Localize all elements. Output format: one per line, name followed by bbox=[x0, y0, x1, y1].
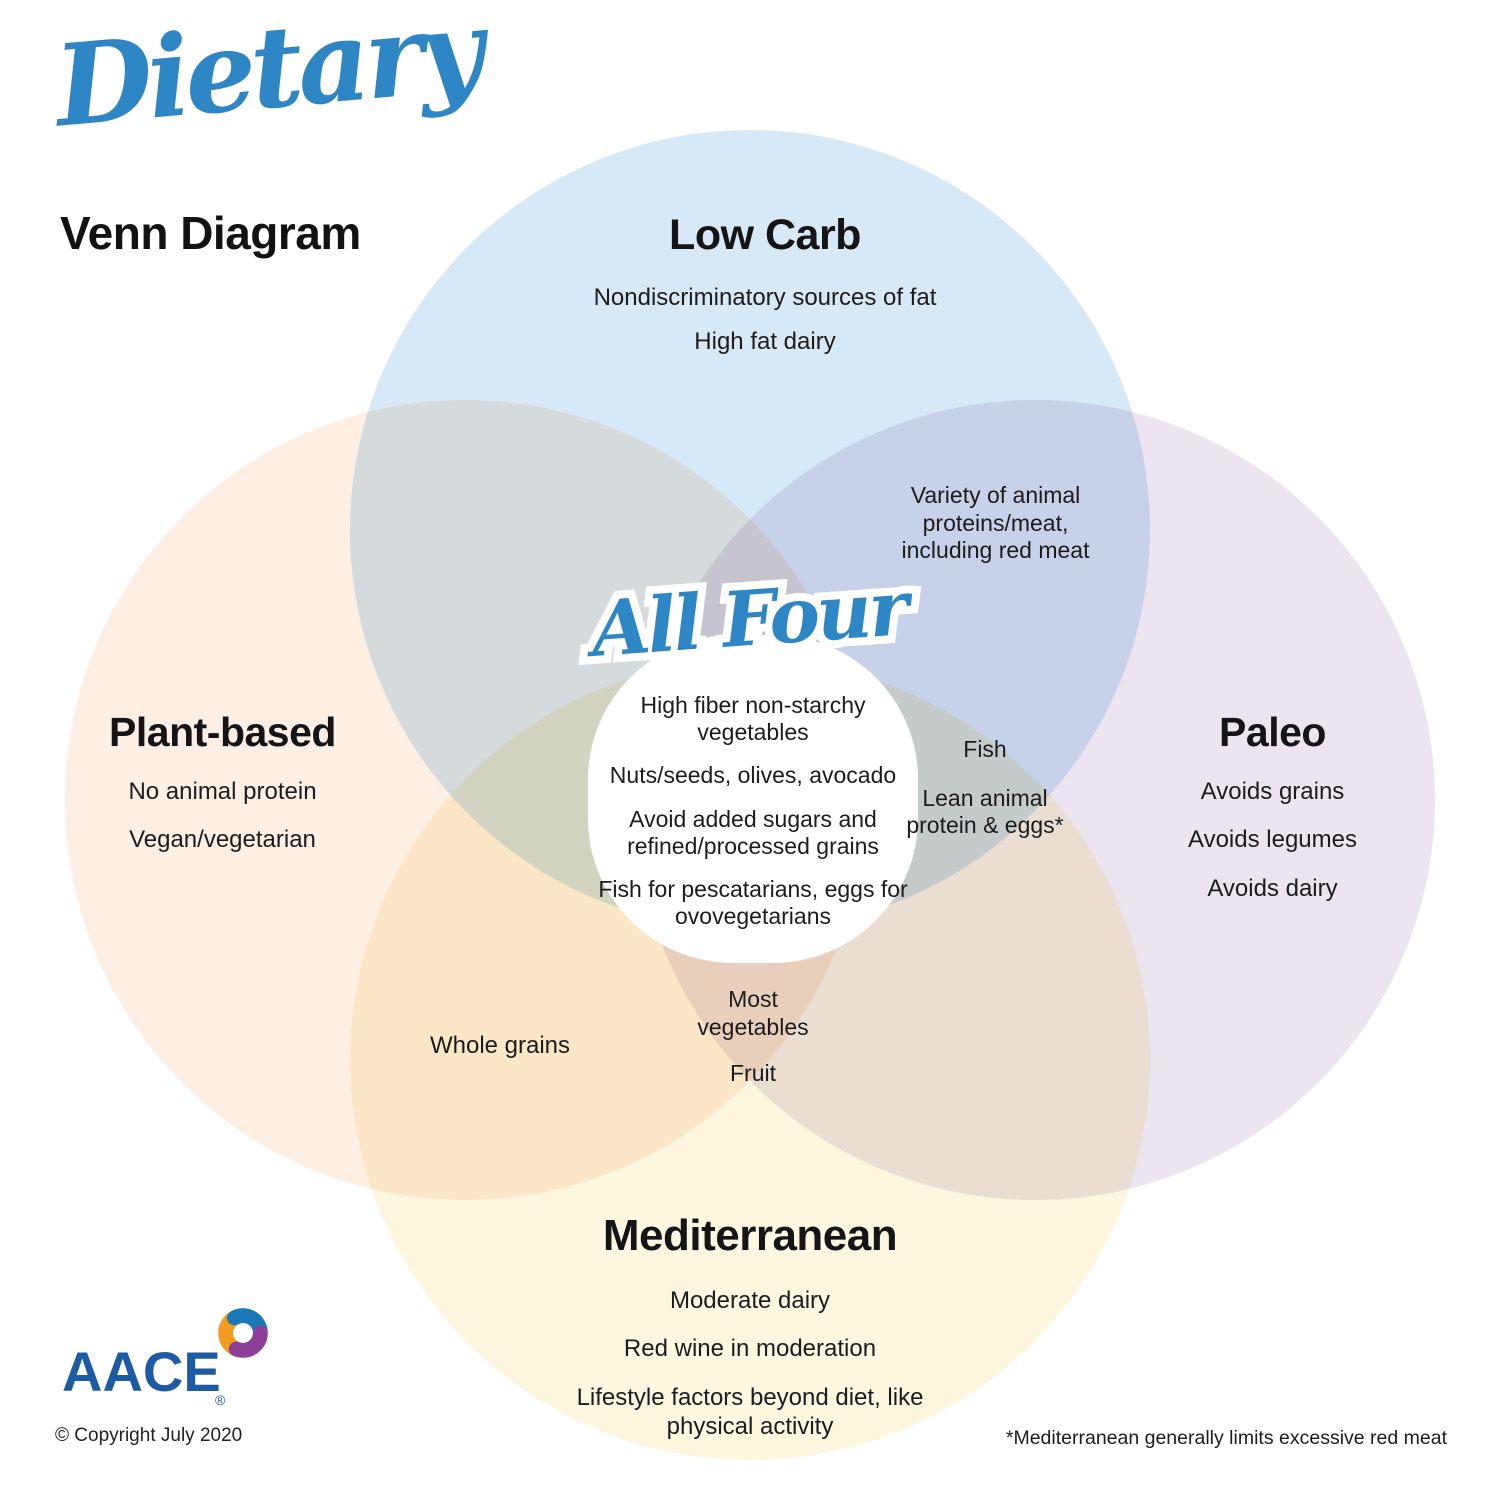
plant-based-section: Plant-based No animal protein Vegan/vege… bbox=[20, 712, 425, 874]
paleo-item: Avoids legumes bbox=[1188, 826, 1357, 854]
mediterranean-heading: Mediterranean bbox=[602, 1211, 898, 1260]
registered-mark: ® bbox=[215, 1392, 226, 1408]
all-four-white-blob bbox=[588, 635, 918, 963]
all-four-item: High fiber non-starchy vegetables bbox=[640, 692, 866, 745]
mediterranean-item: Red wine in moderation bbox=[623, 1335, 877, 1363]
mediterranean-item: Moderate dairy bbox=[669, 1287, 831, 1314]
plant-paleo-med-intersection: Most vegetables Fruit bbox=[690, 986, 816, 1088]
low-carb-section: Low Carb Nondiscriminatory sources of fa… bbox=[515, 214, 1015, 372]
page-title-subtitle: Venn Diagram bbox=[60, 207, 361, 259]
aace-swirl-icon bbox=[218, 1308, 268, 1358]
all-four-item: Avoid added sugars and refined/processed… bbox=[627, 806, 879, 859]
fruit-label: Fruit bbox=[730, 1060, 776, 1087]
paleo-heading: Paleo bbox=[1219, 709, 1326, 755]
mediterranean-item: Lifestyle factors beyond diet, like phys… bbox=[576, 1383, 924, 1440]
most-vegetables-label: Most vegetables bbox=[697, 986, 809, 1040]
mediterranean-section: Mediterranean Moderate dairy Red wine in… bbox=[500, 1214, 1000, 1460]
aace-logo-text: AACE bbox=[62, 1340, 221, 1403]
aace-logo: AACE ® bbox=[62, 1300, 342, 1410]
lowcarb-paleo-med-intersection: Fish Lean animal protein & eggs* bbox=[900, 736, 1070, 840]
fish-label: Fish bbox=[963, 736, 1007, 762]
all-four-list: High fiber non-starchy vegetables Nuts/s… bbox=[583, 692, 923, 947]
plant-based-item: No animal protein bbox=[128, 778, 317, 805]
plant-med-intersection-label: Whole grains bbox=[429, 1032, 571, 1059]
plant-based-heading: Plant-based bbox=[109, 709, 336, 755]
paleo-section: Paleo Avoids grains Avoids legumes Avoid… bbox=[1070, 712, 1475, 922]
mediterranean-footnote: *Mediterranean generally limits excessiv… bbox=[1005, 1427, 1447, 1449]
copyright-text: © Copyright July 2020 bbox=[55, 1425, 243, 1446]
plant-based-item: Vegan/vegetarian bbox=[129, 826, 316, 854]
paleo-item: Avoids dairy bbox=[1207, 874, 1338, 902]
all-four-item: Fish for pescatarians, eggs for ovoveget… bbox=[598, 876, 908, 930]
low-carb-item: Nondiscriminatory sources of fat bbox=[593, 284, 937, 311]
all-four-item: Nuts/seeds, olives, avocado bbox=[609, 762, 897, 789]
low-carb-heading: Low Carb bbox=[669, 211, 861, 259]
lowcarb-paleo-intersection-label: Variety of animal proteins/meat, includi… bbox=[901, 482, 1090, 564]
paleo-item: Avoids grains bbox=[1200, 778, 1345, 805]
low-carb-item: High fat dairy bbox=[694, 328, 836, 356]
lean-animal-protein-label: Lean animal protein & eggs* bbox=[906, 784, 1064, 839]
